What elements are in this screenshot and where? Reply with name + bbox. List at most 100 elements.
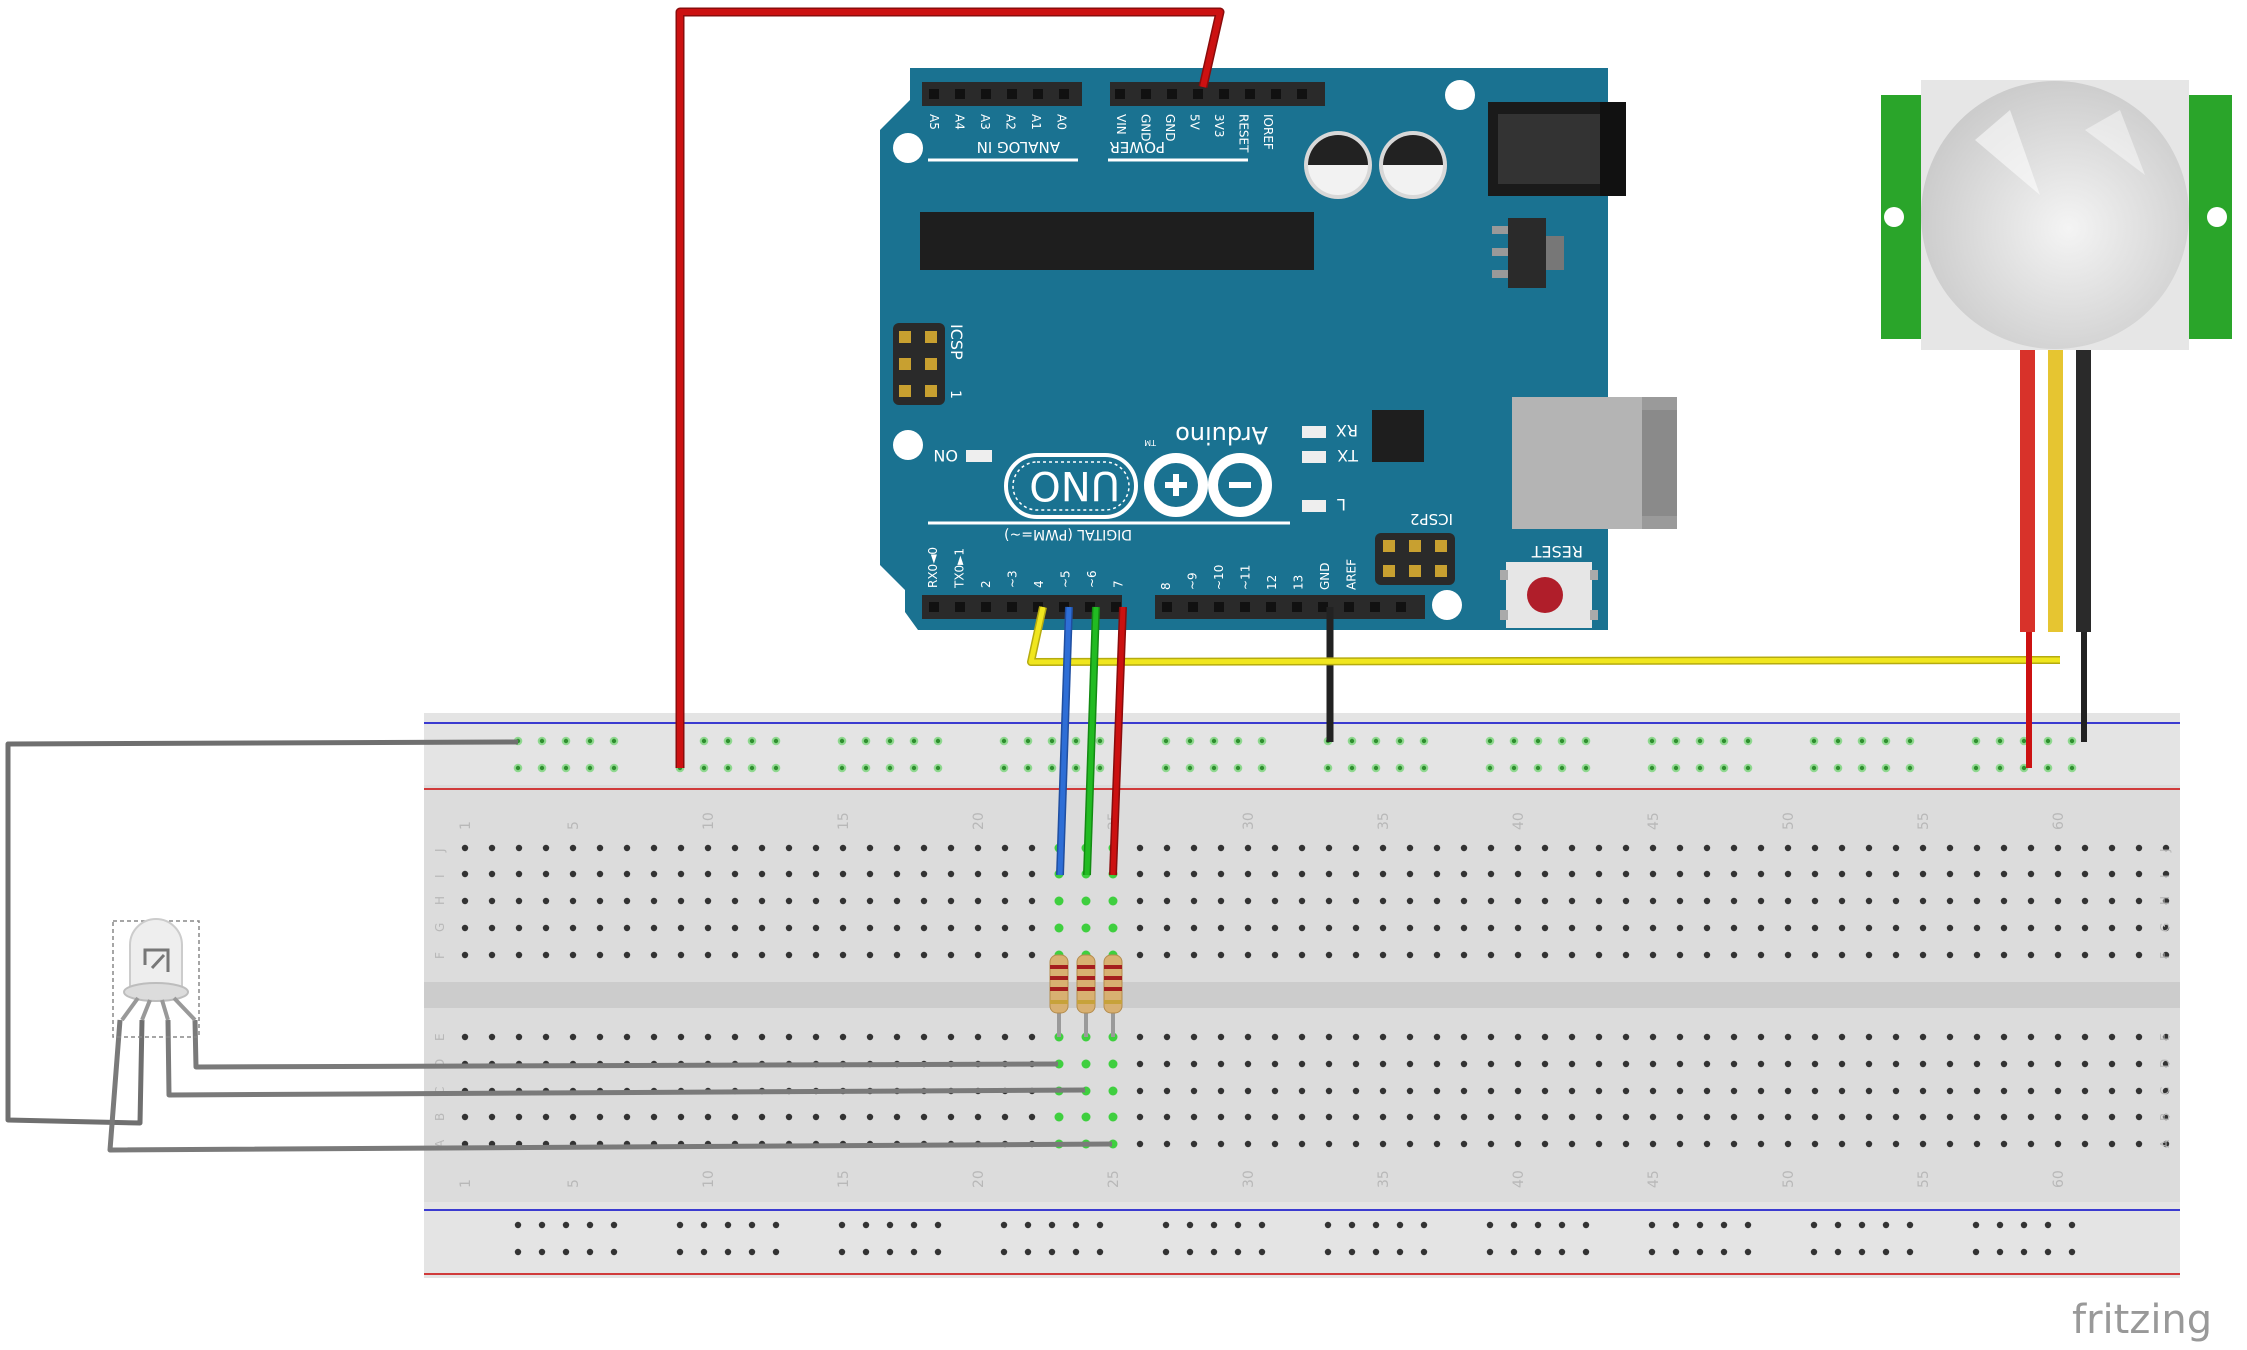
column-number: 25 bbox=[1106, 1170, 1122, 1188]
header-pin bbox=[1245, 89, 1255, 99]
breadboard-hole bbox=[758, 1033, 766, 1041]
breadboard-hole bbox=[2027, 951, 2035, 959]
resistors bbox=[1049, 954, 1123, 1037]
breadboard-hole bbox=[1298, 870, 1306, 878]
led-dome bbox=[129, 918, 183, 991]
breadboard-hole bbox=[461, 844, 469, 852]
breadboard-hole bbox=[488, 897, 496, 905]
l-label: L bbox=[1337, 495, 1346, 514]
header-pin bbox=[1059, 602, 1069, 612]
breadboard-hole bbox=[1541, 870, 1549, 878]
breadboard-hole bbox=[542, 924, 550, 932]
breadboard-hole bbox=[2081, 951, 2089, 959]
breadboard-hole bbox=[1379, 1087, 1387, 1095]
rail-hole bbox=[1486, 1221, 1494, 1229]
breadboard-hole bbox=[1730, 951, 1738, 959]
breadboard-hole bbox=[2162, 924, 2170, 932]
breadboard-hole bbox=[1919, 1060, 1927, 1068]
breadboard-hole bbox=[1433, 1033, 1441, 1041]
breadboard-hole bbox=[1649, 924, 1657, 932]
breadboard-hole bbox=[1054, 896, 1064, 906]
breadboard-hole bbox=[2000, 951, 2008, 959]
breadboard-hole bbox=[704, 844, 712, 852]
breadboard-hole bbox=[1298, 844, 1306, 852]
breadboard-hole bbox=[650, 951, 658, 959]
breadboard-hole bbox=[1271, 844, 1279, 852]
pin-label: RESET bbox=[1237, 114, 1251, 153]
rail-hole bbox=[1648, 1221, 1656, 1229]
pir-lead-gnd bbox=[2076, 350, 2091, 632]
breadboard-hole bbox=[1892, 897, 1900, 905]
breadboard-hole bbox=[623, 924, 631, 932]
analog-in-label: ANALOG IN bbox=[977, 138, 1060, 156]
breadboard-hole bbox=[677, 844, 685, 852]
breadboard-hole bbox=[785, 870, 793, 878]
pir-lead-out bbox=[2048, 350, 2063, 632]
breadboard-hole bbox=[1190, 1033, 1198, 1041]
breadboard-hole bbox=[947, 924, 955, 932]
breadboard-hole bbox=[1081, 923, 1091, 933]
breadboard-hole bbox=[1676, 1087, 1684, 1095]
breadboard-hole bbox=[2162, 844, 2170, 852]
breadboard-hole bbox=[1190, 1140, 1198, 1148]
breadboard-hole bbox=[1649, 897, 1657, 905]
breadboard-hole bbox=[569, 1033, 577, 1041]
breadboard-hole bbox=[1108, 1112, 1118, 1122]
breadboard-hole bbox=[1298, 897, 1306, 905]
breadboard-hole bbox=[1622, 1113, 1630, 1121]
breadboard-hole bbox=[596, 897, 604, 905]
breadboard-hole bbox=[1028, 897, 1036, 905]
breadboard-hole bbox=[1352, 1033, 1360, 1041]
rail-hole bbox=[1834, 1221, 1842, 1229]
breadboard-hole bbox=[1838, 1113, 1846, 1121]
breadboard-hole bbox=[812, 844, 820, 852]
breadboard-hole bbox=[623, 951, 631, 959]
center-channel bbox=[424, 982, 2180, 1008]
rail-hole bbox=[538, 1221, 546, 1229]
breadboard-hole bbox=[1379, 1113, 1387, 1121]
breadboard-hole bbox=[1784, 870, 1792, 878]
breadboard-hole bbox=[515, 870, 523, 878]
breadboard-hole bbox=[1325, 924, 1333, 932]
rail-hole bbox=[586, 1248, 594, 1256]
breadboard-hole bbox=[677, 951, 685, 959]
resistor bbox=[1103, 954, 1123, 1037]
header-pin bbox=[1370, 602, 1380, 612]
breadboard-hole bbox=[2108, 1033, 2116, 1041]
breadboard-hole bbox=[1703, 844, 1711, 852]
breadboard-hole bbox=[1433, 870, 1441, 878]
breadboard-hole bbox=[1406, 844, 1414, 852]
breadboard-hole bbox=[2081, 1140, 2089, 1148]
rail-hole bbox=[700, 1248, 708, 1256]
breadboard-hole bbox=[1973, 870, 1981, 878]
breadboard-hole bbox=[1514, 844, 1522, 852]
breadboard-hole bbox=[1541, 1087, 1549, 1095]
rail-hole bbox=[1582, 1248, 1590, 1256]
breadboard-hole bbox=[1514, 1140, 1522, 1148]
rail-hole bbox=[1420, 1221, 1428, 1229]
breadboard-hole bbox=[2108, 1060, 2116, 1068]
breadboard-hole bbox=[1595, 924, 1603, 932]
breadboard-hole bbox=[893, 897, 901, 905]
breadboard-hole bbox=[2054, 924, 2062, 932]
rail-hole bbox=[2068, 1248, 2076, 1256]
breadboard-hole bbox=[1028, 1033, 1036, 1041]
breadboard-hole bbox=[1487, 870, 1495, 878]
header-pin bbox=[1033, 89, 1043, 99]
breadboard-hole bbox=[1622, 1087, 1630, 1095]
breadboard-hole bbox=[1379, 870, 1387, 878]
breadboard-hole bbox=[1136, 1060, 1144, 1068]
breadboard-hole bbox=[1514, 951, 1522, 959]
pin-label: GND bbox=[1139, 114, 1153, 142]
breadboard-hole bbox=[1487, 1113, 1495, 1121]
breadboard-hole bbox=[488, 844, 496, 852]
breadboard-hole bbox=[1973, 1113, 1981, 1121]
arduino-brand: Arduino bbox=[1175, 421, 1268, 449]
breadboard-hole bbox=[1703, 951, 1711, 959]
breadboard-hole bbox=[2000, 897, 2008, 905]
column-number: 5 bbox=[566, 821, 582, 830]
wire-green bbox=[1084, 606, 1099, 876]
breadboard-hole bbox=[1325, 1113, 1333, 1121]
rail-hole bbox=[2044, 1221, 2052, 1229]
